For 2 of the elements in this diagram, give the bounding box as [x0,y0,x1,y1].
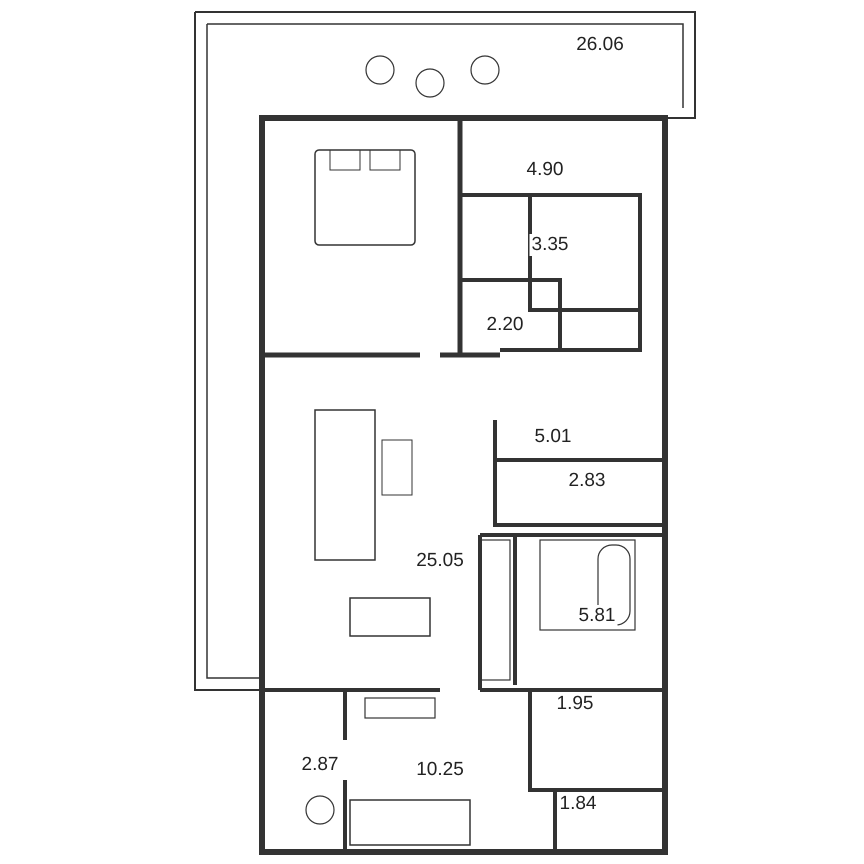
area-label: 5.81 [576,605,618,627]
area-label: 3.35 [530,234,570,256]
